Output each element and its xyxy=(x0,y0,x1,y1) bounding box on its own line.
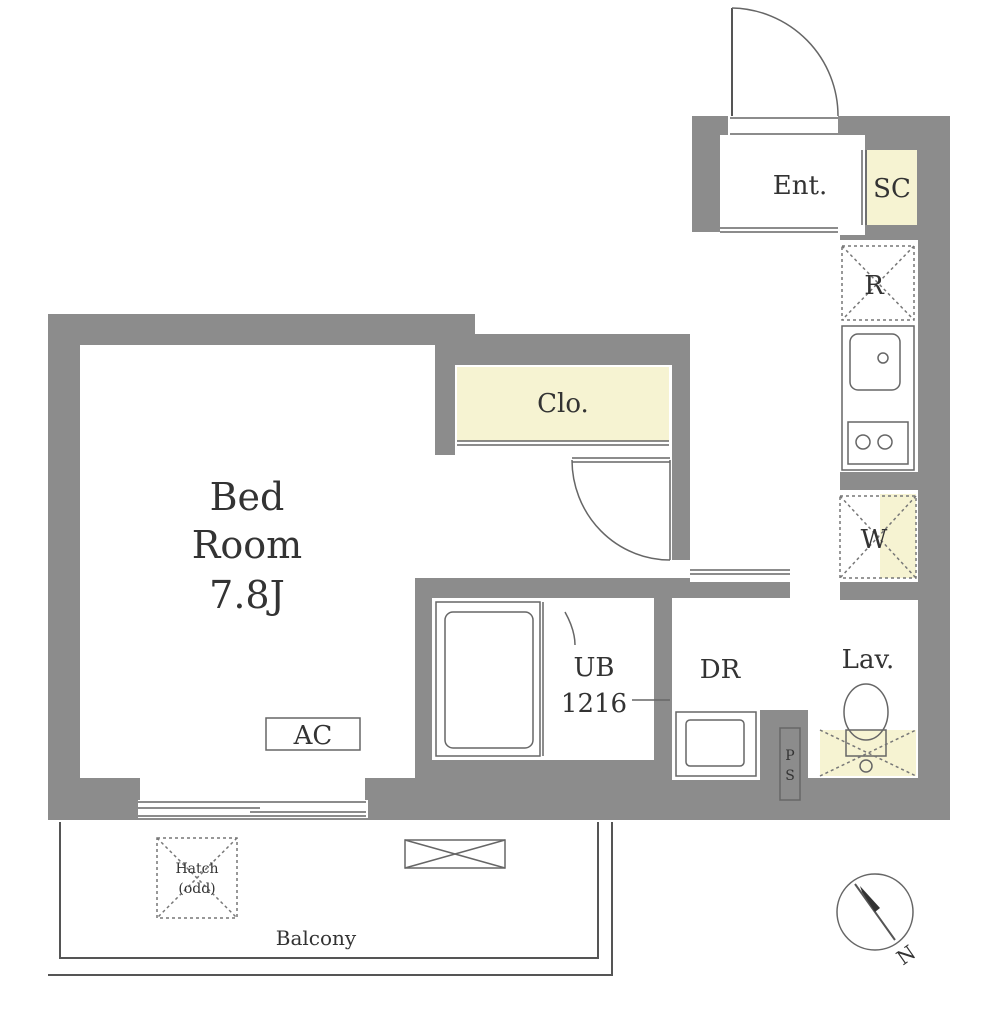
dressing-room-label: DR xyxy=(700,655,742,685)
lavatory-label: Lav. xyxy=(842,645,895,675)
closet-area xyxy=(457,367,669,441)
toilet-icon xyxy=(819,683,917,777)
shoe-closet-label: SC xyxy=(873,174,911,204)
bath-label-line2: 1216 xyxy=(561,689,627,719)
bathtub-icon xyxy=(435,601,670,757)
sink-icon xyxy=(849,333,901,391)
bedroom-window xyxy=(138,800,368,818)
shoe-closet-area xyxy=(867,150,917,225)
washer-label: W xyxy=(861,525,888,555)
bedroom-label-line2: Room xyxy=(192,523,302,567)
floor-areas xyxy=(80,135,918,800)
pipe-space-box xyxy=(779,727,801,801)
refrigerator-label: R xyxy=(864,271,885,301)
washbasin-icon xyxy=(675,711,757,777)
lav-highlight xyxy=(820,730,916,776)
bath-label-line1: UB xyxy=(573,653,614,683)
bedroom-door-swing-icon xyxy=(571,457,671,561)
refrigerator-space xyxy=(841,245,915,321)
entrance-label: Ent. xyxy=(773,171,827,201)
balcony xyxy=(48,820,618,980)
ac-label: AC xyxy=(293,721,333,751)
ac-box xyxy=(265,717,361,751)
pipe-space-label-s: S xyxy=(785,768,795,784)
washer-space xyxy=(839,495,917,579)
kitchen-counter xyxy=(841,325,915,471)
compass-icon xyxy=(836,873,914,951)
bedroom-label-line1: Bed xyxy=(210,475,285,519)
hatch-label-line1: Hatch xyxy=(175,861,218,877)
partition-lines xyxy=(457,150,867,756)
pipe-space-label-p: P xyxy=(785,748,794,764)
closet-label: Clo. xyxy=(537,389,589,419)
entrance-door-swing-icon xyxy=(728,7,839,136)
hatch-box xyxy=(156,837,238,919)
north-label: N xyxy=(892,940,920,970)
vent-icon xyxy=(404,839,506,869)
washer-highlight xyxy=(880,494,916,578)
hatch-label-line2: (odd) xyxy=(178,881,215,897)
stove-icon xyxy=(847,421,909,465)
balcony-label: Balcony xyxy=(276,926,357,950)
bedroom-size-label: 7.8J xyxy=(209,573,285,617)
